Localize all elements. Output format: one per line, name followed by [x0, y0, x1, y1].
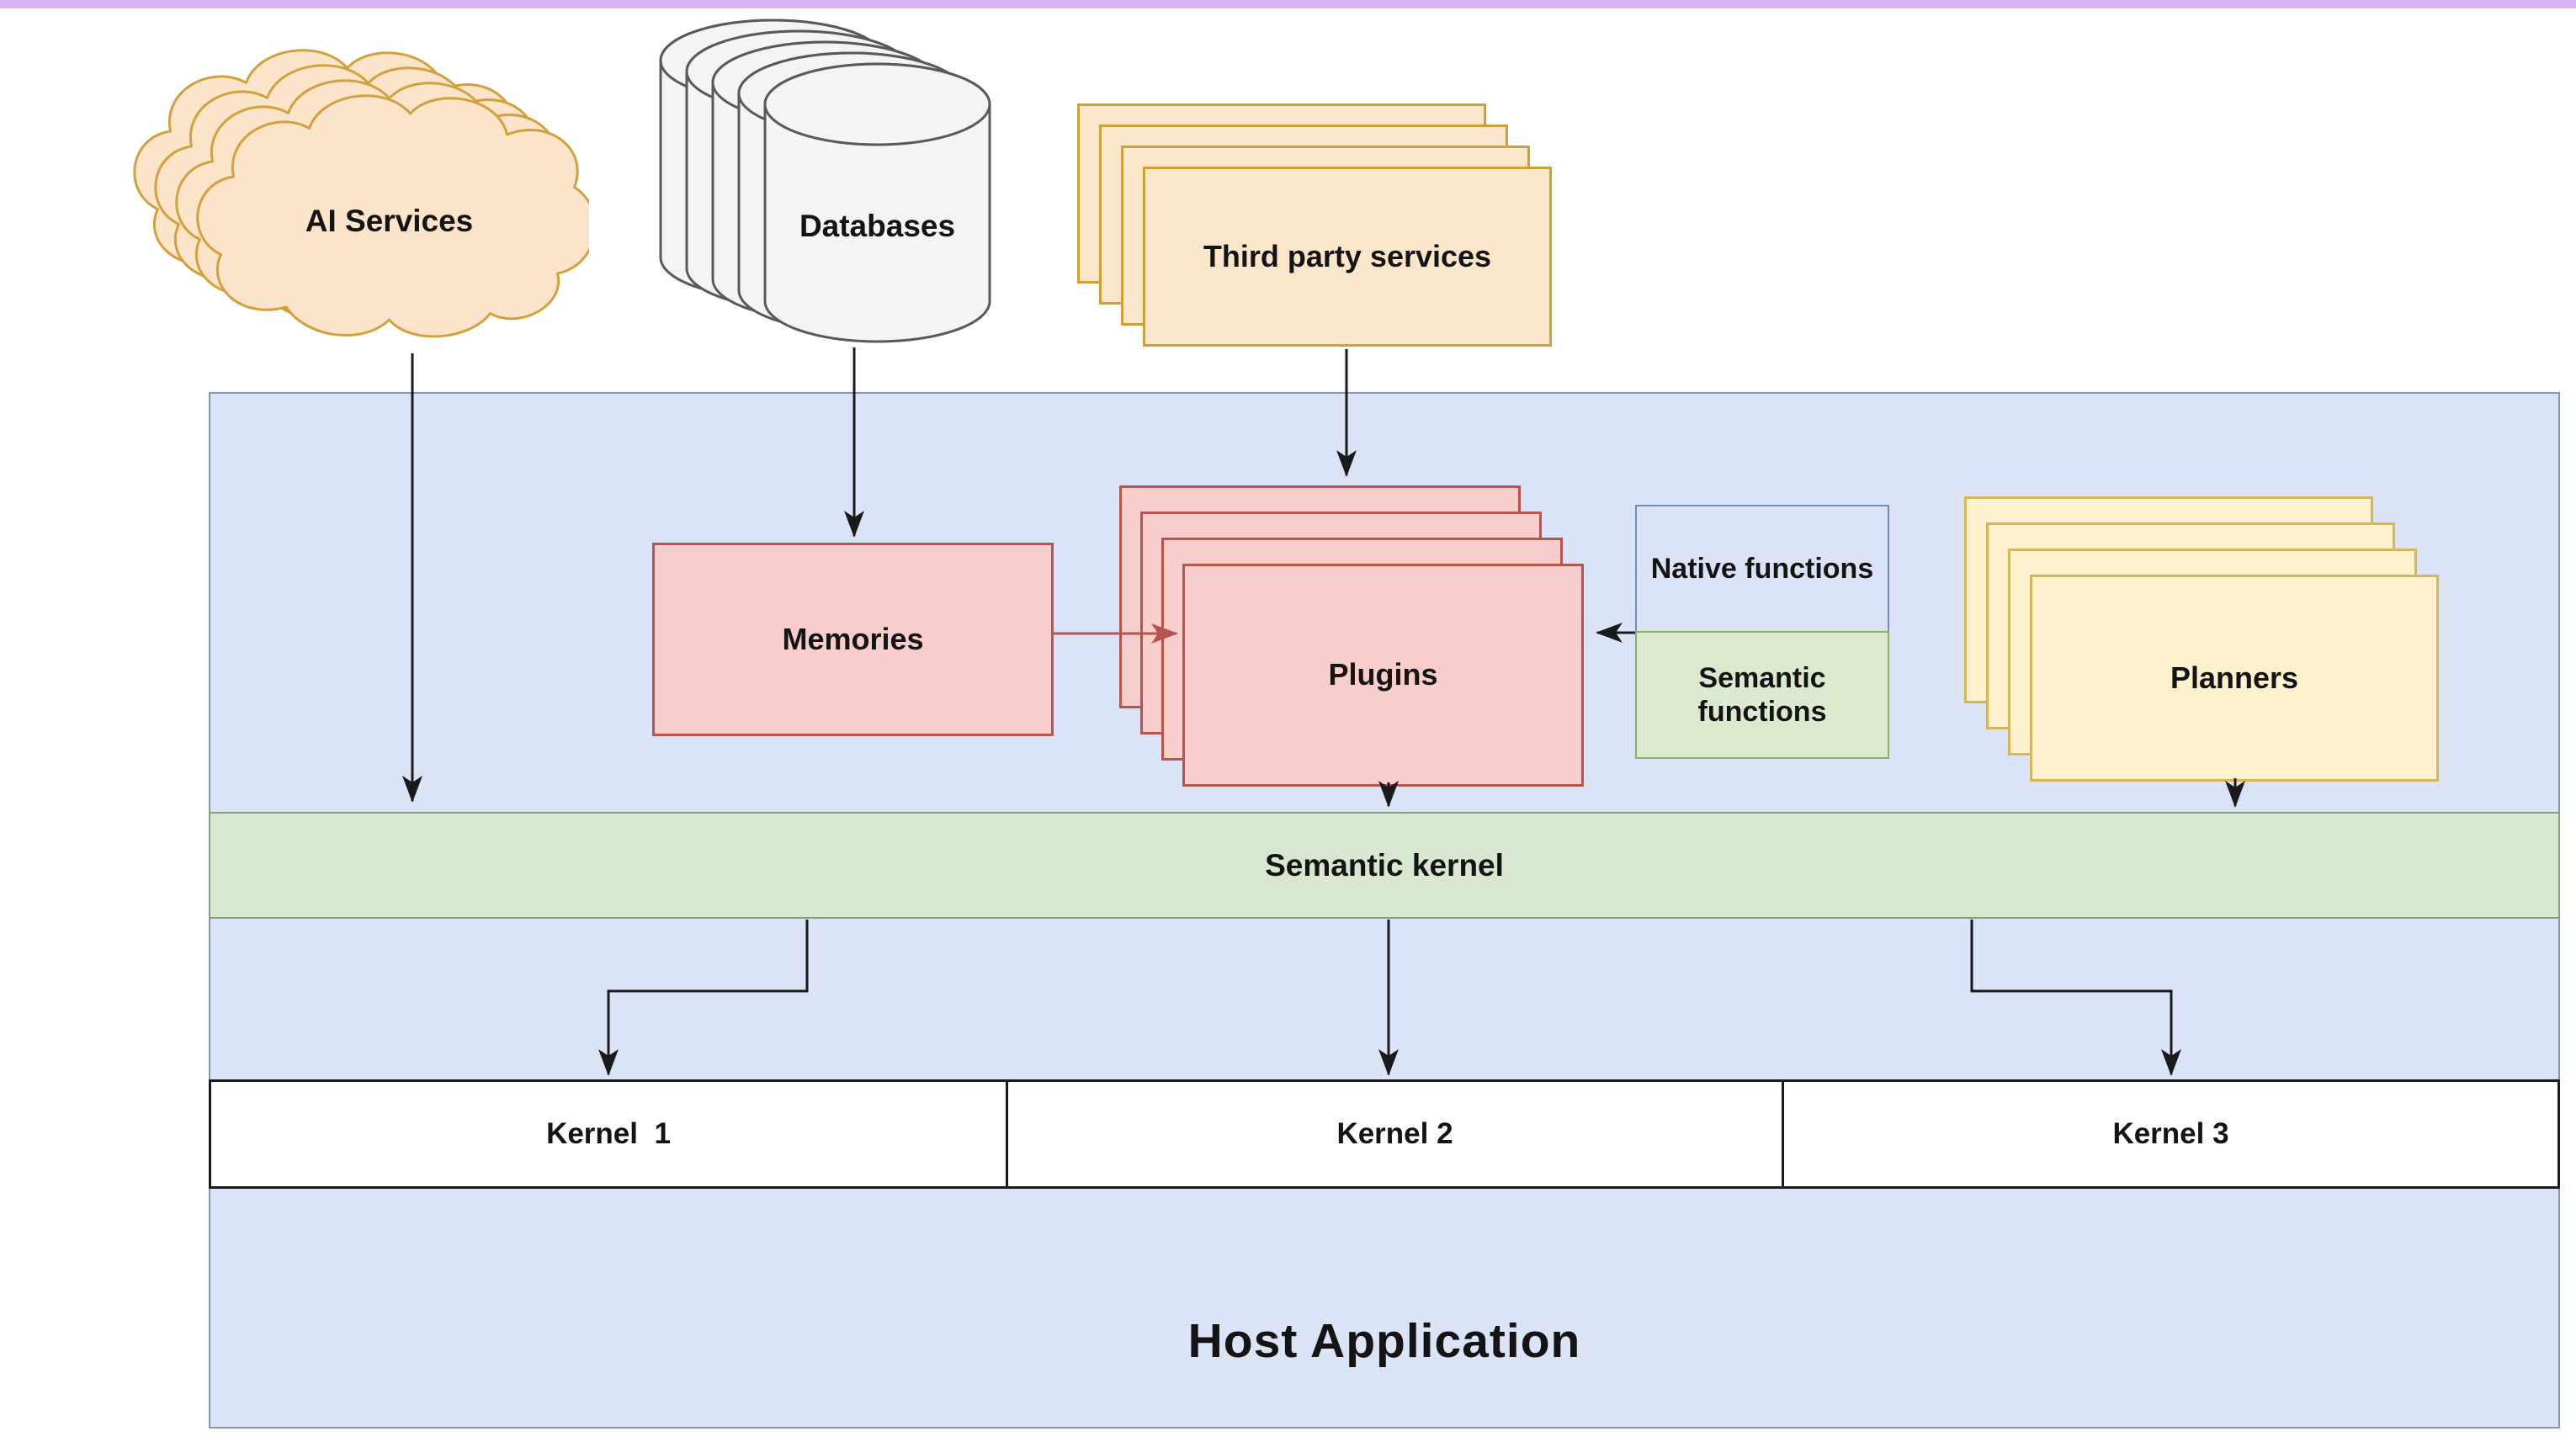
native-functions-label: Native functions: [1650, 552, 1874, 585]
plugins-label: Plugins: [1328, 657, 1438, 692]
semantic-kernel-label: Semantic kernel: [1265, 847, 1504, 883]
native-functions-node: Native functions: [1635, 505, 1889, 633]
third-party-services-label: Third party services: [1203, 238, 1492, 273]
host-application-label-area: Host Application: [209, 1296, 2560, 1388]
databases-label: Databases: [799, 208, 956, 243]
databases-node: Databases: [762, 52, 993, 353]
host-application-label: Host Application: [1187, 1314, 1581, 1369]
kernel-2-node: Kernel 2: [1006, 1079, 1784, 1189]
planners-label: Planners: [2170, 660, 2299, 695]
semantic-functions-label: Semantic functions: [1697, 661, 1827, 728]
kernel-2-label: Kernel 2: [1336, 1117, 1453, 1151]
third-party-services-node: Third party services: [1077, 103, 1557, 352]
kernel-3-node: Kernel 3: [1782, 1079, 2560, 1189]
plugins-node: Plugins: [1119, 485, 1591, 788]
stack-layer-front: Third party services: [1143, 167, 1552, 347]
memories-node: Memories: [652, 543, 1054, 736]
memories-label: Memories: [782, 621, 924, 656]
semantic-functions-node: Semantic functions: [1635, 631, 1889, 759]
planners-node: Planners: [1964, 496, 2444, 787]
kernel-1-node: Kernel 1: [209, 1079, 1008, 1189]
kernel-3-label: Kernel 3: [2112, 1117, 2229, 1151]
kernel-1-label: Kernel 1: [546, 1117, 671, 1151]
stack-layer-front: Planners: [2030, 575, 2439, 782]
top-accent-bar: [0, 0, 2576, 8]
ai-services-label: AI Services: [305, 203, 474, 238]
semantic-kernel-bar: Semantic kernel: [209, 812, 2560, 919]
ai-services-node: AI Services: [189, 84, 589, 358]
stack-layer-front: Plugins: [1182, 564, 1584, 787]
